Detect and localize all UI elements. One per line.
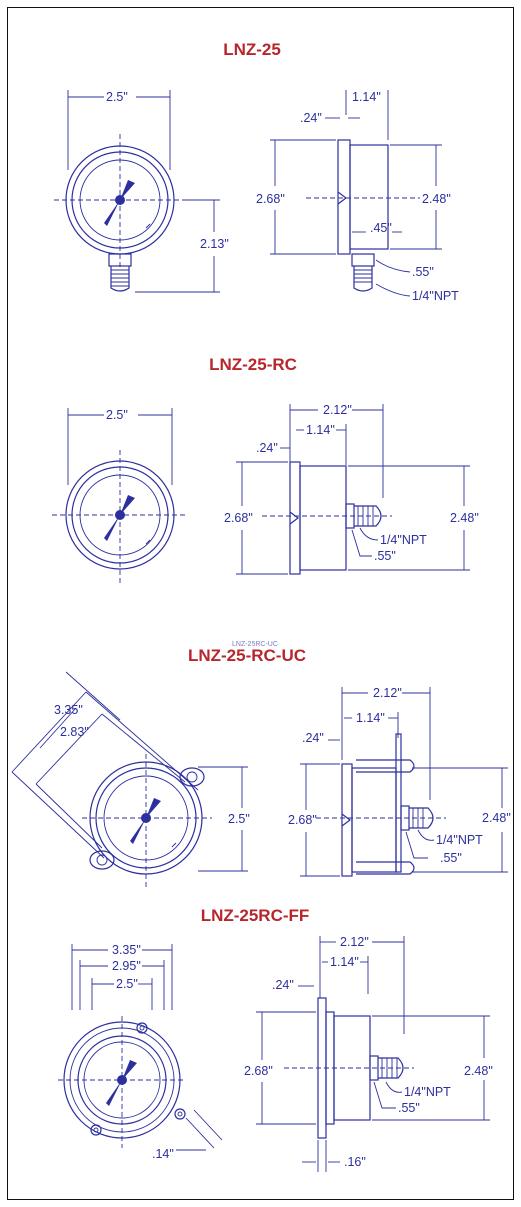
dim-inner-height: 2.48" bbox=[450, 511, 479, 525]
dim-flange-thickness: .16" bbox=[344, 1155, 366, 1169]
dim-bezel: .24" bbox=[272, 978, 294, 992]
front-view: 3.35" 2.95" 2.5" bbox=[58, 943, 223, 1161]
dim-diag-inner: 2.83" bbox=[60, 725, 89, 739]
dim-bolt-circle: 2.95" bbox=[112, 959, 141, 973]
dim-thread: 1/4"NPT bbox=[436, 833, 483, 847]
dim-stem-height: 2.13" bbox=[200, 237, 229, 251]
section-title-lnz-25: LNZ-25 bbox=[223, 40, 281, 59]
section-title-lnz-25-rc-uc: LNZ-25-RC-UC bbox=[187, 646, 307, 665]
front-view: 2.5" bbox=[52, 408, 188, 585]
side-view: 2.12" 1.14" .24" 2.68" bbox=[288, 686, 511, 877]
dim-depth: 1.14" bbox=[352, 90, 381, 104]
dim-depth: 1.14" bbox=[330, 955, 359, 969]
dim-width: 2.5" bbox=[116, 977, 138, 991]
section-lnz-25: 2.5" 2.13" 1.14" .24" bbox=[54, 90, 459, 303]
dim-bezel: .24" bbox=[256, 441, 278, 455]
dim-overall: 2.12" bbox=[323, 403, 352, 417]
dim-diag-outer: 3.35" bbox=[54, 703, 83, 717]
dim-depth: 1.14" bbox=[356, 711, 385, 725]
dim-inner-height: 2.48" bbox=[482, 811, 511, 825]
dim-thread: 1/4"NPT bbox=[404, 1085, 451, 1099]
dim-hex: .55" bbox=[398, 1101, 420, 1115]
side-view: 1.14" .24" 2.68" 2.48" .45" bbox=[256, 90, 459, 303]
dim-inner-height: 2.48" bbox=[422, 192, 451, 206]
section-lnz-25-rc: 2.5" 2.12" 1.14" .24" bbox=[52, 403, 479, 585]
side-view: 2.12" 1.14" .24" 2.68" bbox=[244, 935, 493, 1172]
front-view: 3.35" 2.83" 2.5" bbox=[11, 671, 250, 888]
dim-width: 2.5" bbox=[228, 812, 250, 826]
ghost-label: LNZ-25RC-UC bbox=[232, 641, 278, 648]
front-view: 2.5" 2.13" bbox=[54, 90, 229, 293]
drawing-sheet bbox=[7, 7, 514, 1200]
dim-hole: .14" bbox=[152, 1147, 174, 1161]
dim-hex: .55" bbox=[440, 851, 462, 865]
dim-outer-height: 2.68" bbox=[244, 1064, 273, 1078]
dim-hex: .55" bbox=[412, 265, 434, 279]
dim-outer-height: 2.68" bbox=[288, 813, 317, 827]
side-view: 2.12" 1.14" .24" 2.68" bbox=[224, 403, 479, 575]
dim-outer-height: 2.68" bbox=[224, 511, 253, 525]
dim-depth: 1.14" bbox=[306, 423, 335, 437]
section-lnz-25rc-ff: 3.35" 2.95" 2.5" bbox=[58, 935, 493, 1172]
dim-hex: .55" bbox=[374, 549, 396, 563]
dim-thread: 1/4"NPT bbox=[380, 533, 427, 547]
section-title-lnz-25rc-ff: LNZ-25RC-FF bbox=[200, 906, 310, 925]
section-lnz-25-rc-uc: 3.35" 2.83" 2.5" 2.12" bbox=[11, 671, 511, 888]
dim-outer-height: 2.68" bbox=[256, 192, 285, 206]
dim-bezel: .24" bbox=[300, 111, 322, 125]
dim-stem-width: .45" bbox=[370, 221, 392, 235]
dim-inner-height: 2.48" bbox=[464, 1064, 493, 1078]
dim-overall: 2.12" bbox=[340, 935, 369, 949]
dim-flange: 3.35" bbox=[112, 943, 141, 957]
dim-thread: 1/4"NPT bbox=[412, 289, 459, 303]
dim-bezel: .24" bbox=[302, 731, 324, 745]
section-title-lnz-25-rc: LNZ-25-RC bbox=[209, 355, 297, 374]
dim-overall: 2.12" bbox=[373, 686, 402, 700]
dim-width: 2.5" bbox=[106, 90, 128, 104]
dim-width: 2.5" bbox=[106, 408, 128, 422]
